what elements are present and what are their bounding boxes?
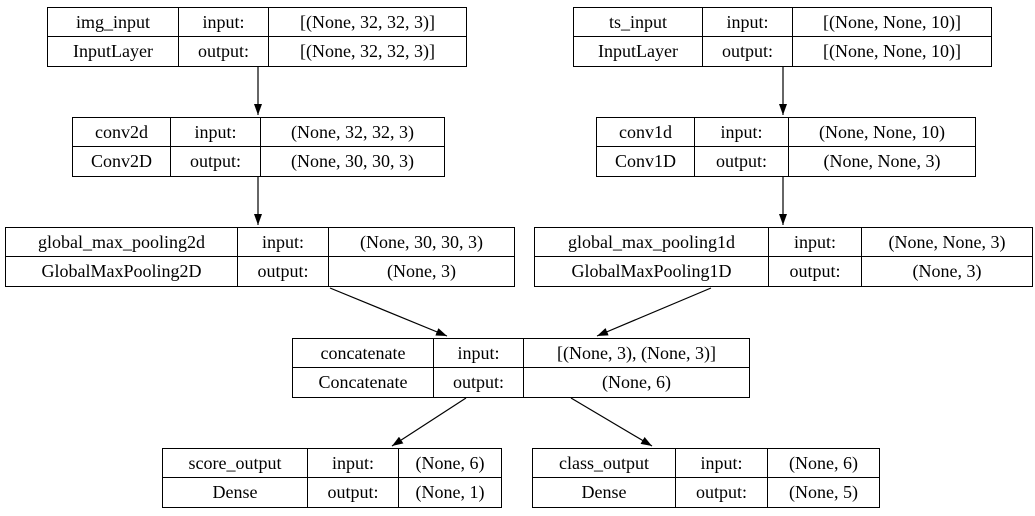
output-label: output: [676,478,768,507]
output-shape: (None, 5) [789,482,858,502]
input-shape: [(None, None, 10)] [793,8,991,37]
layer-name: img_input [48,8,179,37]
edge-concatenate-to-score_output [391,397,467,447]
layer-node-conv2d: conv2d input: (None, 32, 32, 3) Conv2D o… [72,117,445,177]
output-shape: (None, 30, 30, 3) [291,151,414,171]
layer-name: global_max_pooling2d [6,228,238,257]
layer-type: GlobalMaxPooling1D [535,257,769,286]
layer-name: ts_input [574,8,703,37]
output-label: output: [238,257,329,286]
layer-type: Dense [163,478,308,507]
input-label: input: [434,339,524,368]
input-label: input: [179,8,269,37]
edge-concatenate-to-class_output [570,397,653,447]
output-shape: [(None, None, 10)] [823,41,961,61]
edge-global_max_pooling1d-to-concatenate [596,287,712,337]
output-label: output: [308,478,399,507]
layer-node-ts_input: ts_input input: [(None, None, 10)] Input… [573,7,992,67]
input-label: input: [695,118,789,147]
layer-node-global_max_pooling2d: global_max_pooling2d input: (None, 30, 3… [5,227,515,287]
input-shape: (None, None, 3) [862,228,1032,257]
layer-name: global_max_pooling1d [535,228,769,257]
output-label: output: [179,37,269,66]
layer-name: class_output [533,449,676,478]
edge-global_max_pooling2d-to-concatenate [329,287,448,337]
output-shape: (None, None, 3) [823,151,941,171]
layer-node-score_output: score_output input: (None, 6) Dense outp… [162,448,502,508]
output-shape: [(None, 32, 32, 3)] [300,41,435,61]
layer-name: conv1d [597,118,695,147]
output-shape: (None, 3) [387,261,456,281]
layer-node-concatenate: concatenate input: [(None, 3), (None, 3)… [292,338,750,398]
input-label: input: [171,118,261,147]
layer-node-global_max_pooling1d: global_max_pooling1d input: (None, None,… [534,227,1033,287]
input-shape: (None, 32, 32, 3) [261,118,444,147]
output-label: output: [434,368,524,397]
layer-name: concatenate [293,339,434,368]
input-shape: [(None, 3), (None, 3)] [524,339,749,368]
output-label: output: [171,147,261,176]
input-label: input: [676,449,768,478]
output-shape: (None, 3) [912,261,982,281]
output-shape: (None, 1) [415,482,485,502]
layer-type: GlobalMaxPooling2D [6,257,238,286]
input-shape: [(None, 32, 32, 3)] [269,8,466,37]
layer-type: Conv1D [597,147,695,176]
input-shape: (None, None, 10) [789,118,975,147]
layer-type: InputLayer [574,37,703,66]
layer-name: score_output [163,449,308,478]
output-shape: (None, 6) [602,372,671,392]
output-label: output: [769,257,862,286]
layer-node-conv1d: conv1d input: (None, None, 10) Conv1D ou… [596,117,976,177]
layer-name: conv2d [73,118,171,147]
layer-type: InputLayer [48,37,179,66]
input-label: input: [238,228,329,257]
input-label: input: [308,449,399,478]
layer-type: Dense [533,478,676,507]
input-shape: (None, 6) [399,449,501,478]
layer-node-class_output: class_output input: (None, 6) Dense outp… [532,448,880,508]
input-label: input: [769,228,862,257]
layer-type: Conv2D [73,147,171,176]
output-label: output: [703,37,793,66]
layer-node-img_input: img_input input: [(None, 32, 32, 3)] Inp… [47,7,467,67]
input-shape: (None, 30, 30, 3) [329,228,514,257]
input-shape: (None, 6) [768,449,879,478]
output-label: output: [695,147,789,176]
layer-type: Concatenate [293,368,434,397]
input-label: input: [703,8,793,37]
